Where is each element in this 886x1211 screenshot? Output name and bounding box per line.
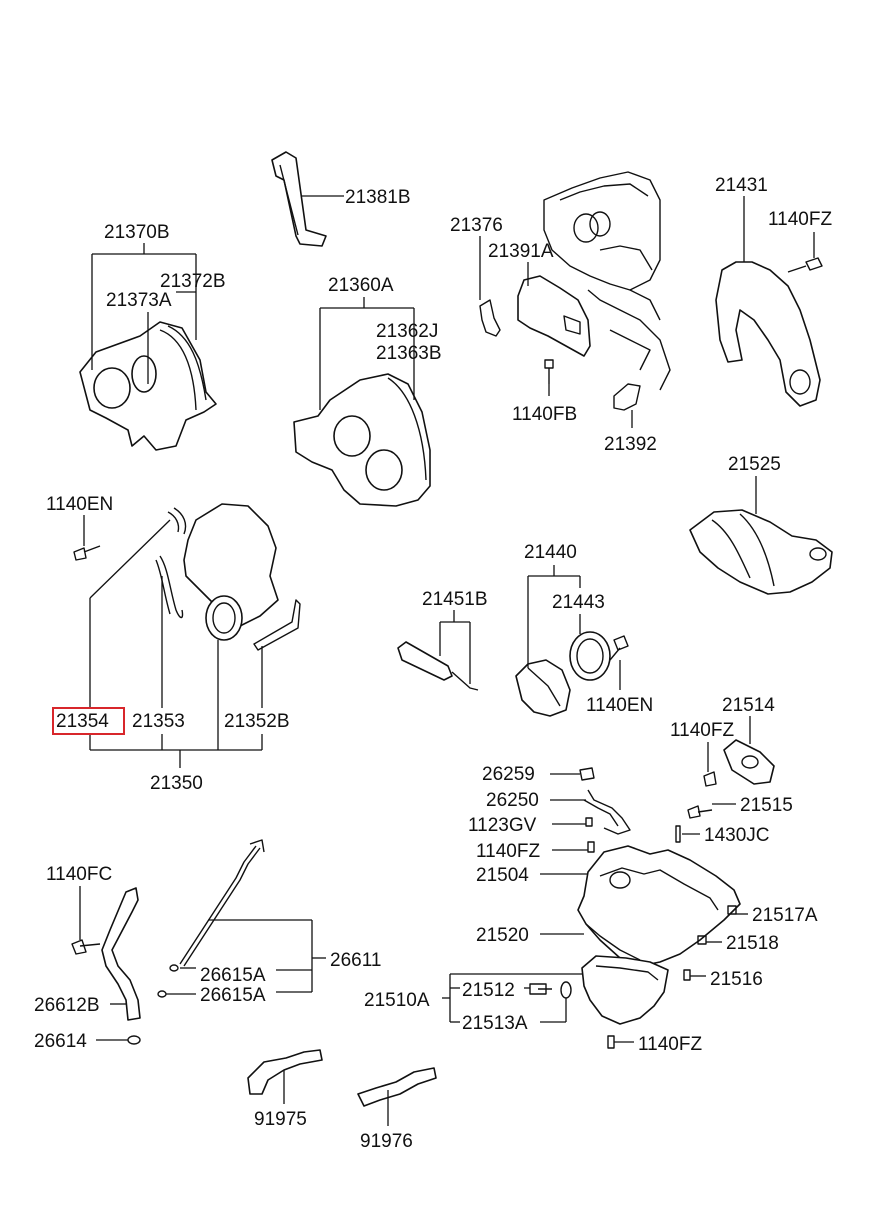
part-label-1140EN-right[interactable]: 1140EN xyxy=(586,695,653,716)
part-label-21391A[interactable]: 21391A xyxy=(488,241,554,262)
timing-belt-rear-bracket-drawing xyxy=(271,151,327,247)
part-label-21525[interactable]: 21525 xyxy=(728,454,781,475)
part-label-21370B[interactable]: 21370B xyxy=(104,222,170,243)
part-label-21504[interactable]: 21504 xyxy=(476,865,529,886)
part-label-21353[interactable]: 21353 xyxy=(132,711,185,732)
part-label-21512[interactable]: 21512 xyxy=(462,980,515,1001)
part-label-21362J[interactable]: 21362J xyxy=(376,321,438,342)
leader-lines xyxy=(79,195,815,1126)
oil-pump-cover-drawing xyxy=(675,739,775,843)
part-label-21510A[interactable]: 21510A xyxy=(364,990,430,1011)
part-label-91976[interactable]: 91976 xyxy=(360,1131,413,1152)
sealant-tube-drawing xyxy=(397,641,479,691)
part-label-21350[interactable]: 21350 xyxy=(150,773,203,794)
part-label-1140FC[interactable]: 1140FC xyxy=(46,864,112,885)
part-label-1140FB[interactable]: 1140FB xyxy=(512,404,577,425)
part-label-26611[interactable]: 26611 xyxy=(330,950,381,971)
part-label-26259[interactable]: 26259 xyxy=(482,764,535,785)
part-label-21376[interactable]: 21376 xyxy=(450,215,503,236)
oil-seal-housing-drawing xyxy=(515,631,629,717)
part-label-21352B[interactable]: 21352B xyxy=(224,711,290,732)
part-labels: 21381B 21370B 21372B 21373A 21360A 21362… xyxy=(34,175,832,1152)
part-label-21381B[interactable]: 21381B xyxy=(345,187,411,208)
part-label-21513A[interactable]: 21513A xyxy=(462,1013,528,1034)
part-label-21516[interactable]: 21516 xyxy=(710,969,763,990)
part-label-21517A[interactable]: 21517A xyxy=(752,905,818,926)
highlighted-part-box xyxy=(52,707,125,735)
part-label-21514[interactable]: 21514 xyxy=(722,695,775,716)
part-label-1140FZ-top[interactable]: 1140FZ xyxy=(768,209,832,230)
part-label-26615A-upper[interactable]: 26615A xyxy=(200,965,266,986)
part-label-91975[interactable]: 91975 xyxy=(254,1109,307,1130)
part-label-21392[interactable]: 21392 xyxy=(604,434,657,455)
part-label-21372B[interactable]: 21372B xyxy=(160,271,226,292)
part-label-21363B[interactable]: 21363B xyxy=(376,343,442,364)
oil-pan-baffle-plate-drawing xyxy=(689,509,833,595)
timing-belt-lower-cover-drawing xyxy=(293,373,431,507)
part-label-21451B[interactable]: 21451B xyxy=(422,589,488,610)
wiring-bracket-91975-drawing xyxy=(247,1049,323,1095)
part-label-21360A[interactable]: 21360A xyxy=(328,275,394,296)
rear-cover-bracket-drawing xyxy=(715,257,823,407)
part-label-1140FZ-pan[interactable]: 1140FZ xyxy=(476,841,540,862)
part-label-1140EN-left[interactable]: 1140EN xyxy=(46,494,113,515)
part-label-21354[interactable]: 21354 xyxy=(56,711,109,732)
part-label-21431[interactable]: 21431 xyxy=(715,175,768,196)
part-label-21443[interactable]: 21443 xyxy=(552,592,605,613)
part-label-26614[interactable]: 26614 xyxy=(34,1031,87,1052)
oil-strainer-drawing xyxy=(579,767,631,853)
timing-belt-seal-set-drawing xyxy=(73,503,301,651)
timing-belt-upper-cover-drawing xyxy=(79,321,217,451)
upper-oil-pan-drawing xyxy=(577,845,741,967)
part-label-26612B[interactable]: 26612B xyxy=(34,995,100,1016)
wiring-bracket-91976-drawing xyxy=(357,1067,437,1107)
part-label-1123GV[interactable]: 1123GV xyxy=(468,815,537,836)
part-label-21373A[interactable]: 21373A xyxy=(106,290,172,311)
part-label-21440[interactable]: 21440 xyxy=(524,542,577,563)
oil-level-gauge-guide-drawing xyxy=(71,887,141,1045)
part-label-26615A-lower[interactable]: 26615A xyxy=(200,985,266,1006)
engine-block-drawing xyxy=(479,171,671,411)
part-label-1430JC[interactable]: 1430JC xyxy=(704,825,770,846)
part-label-1140FZ-mid[interactable]: 1140FZ xyxy=(670,720,734,741)
oil-level-gauge-drawing xyxy=(157,839,265,998)
part-label-21515[interactable]: 21515 xyxy=(740,795,793,816)
part-label-1140FZ-bottom[interactable]: 1140FZ xyxy=(638,1034,702,1055)
lower-oil-pan-drawing xyxy=(529,955,691,1049)
part-label-26250[interactable]: 26250 xyxy=(486,790,539,811)
part-label-21518[interactable]: 21518 xyxy=(726,933,779,954)
part-label-21520[interactable]: 21520 xyxy=(476,925,529,946)
